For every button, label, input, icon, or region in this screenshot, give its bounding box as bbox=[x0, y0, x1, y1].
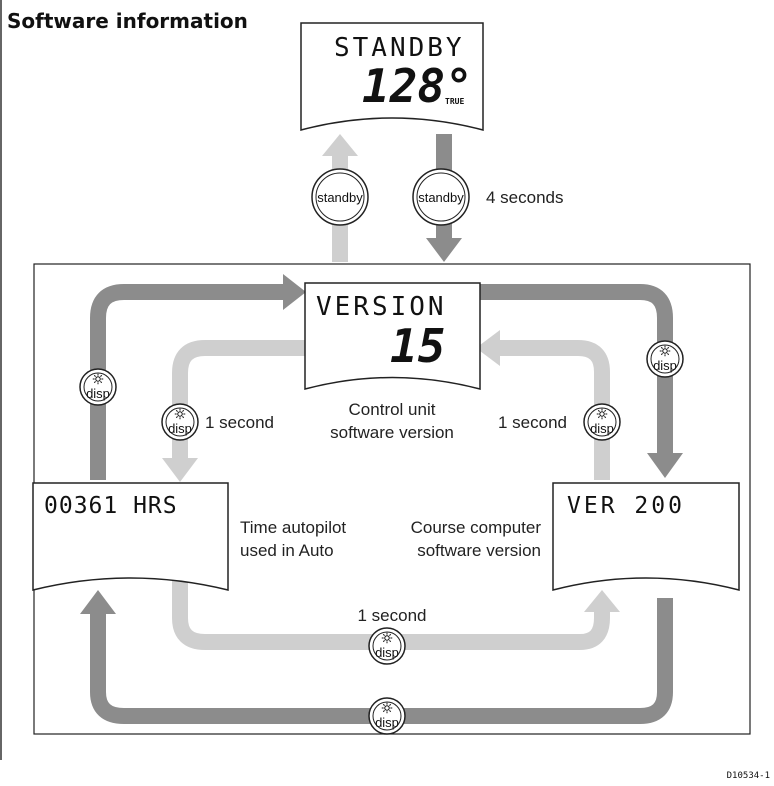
version-number: 15 bbox=[390, 319, 445, 373]
arrow-version-to-course bbox=[480, 284, 673, 455]
one-second-left-label: 1 second bbox=[205, 413, 274, 432]
version-screen: VERSION 15 bbox=[304, 282, 481, 390]
disp-button-left-inner[interactable]: disp bbox=[161, 403, 199, 441]
disp-label: disp bbox=[168, 421, 192, 436]
arrowhead-into-hours bbox=[162, 458, 198, 482]
light-arrowheads bbox=[162, 134, 620, 612]
arrowhead-into-hours-bottom bbox=[80, 590, 116, 614]
standby-down-label: standby bbox=[418, 190, 464, 205]
arrow-hours-to-version bbox=[90, 284, 285, 480]
arrowhead-into-version-left bbox=[283, 274, 306, 310]
disp-label: disp bbox=[375, 715, 399, 730]
arrowhead-into-course bbox=[647, 453, 683, 478]
control-unit-label-line2: software version bbox=[330, 423, 454, 442]
arrowhead-into-version-right bbox=[476, 330, 500, 366]
dark-arrowheads bbox=[80, 238, 683, 614]
figure-code: D10534-1 bbox=[727, 771, 770, 781]
standby-screen-frame bbox=[300, 22, 484, 131]
course-computer-label-line1: Course computer bbox=[411, 518, 542, 537]
control-unit-label-line1: Control unit bbox=[349, 400, 436, 419]
standby-heading: 128° bbox=[362, 59, 473, 113]
version-line1: VERSION bbox=[316, 292, 447, 322]
page-title: Software information bbox=[7, 9, 248, 33]
four-seconds-label: 4 seconds bbox=[486, 188, 564, 207]
disp-button-right-outer[interactable]: disp bbox=[646, 340, 684, 378]
standby-screen: STANDBY 128° TRUE bbox=[300, 22, 484, 131]
arrowhead-into-course-bottom bbox=[584, 590, 620, 612]
standby-unit: TRUE bbox=[445, 97, 464, 106]
course-screen-frame bbox=[552, 482, 740, 591]
one-second-right-label: 1 second bbox=[498, 413, 567, 432]
standby-down-button[interactable]: standby bbox=[412, 168, 470, 226]
arrow-version-to-hours bbox=[172, 340, 305, 460]
arrowhead-into-standby bbox=[322, 134, 358, 156]
hours-screen: 00361 HRS bbox=[32, 482, 229, 591]
hours-line1: 00361 HRS bbox=[44, 493, 178, 519]
standby-up-label: standby bbox=[317, 190, 363, 205]
version-screen-frame bbox=[304, 282, 481, 390]
one-second-bottom-label: 1 second bbox=[358, 606, 427, 625]
disp-label: disp bbox=[375, 645, 399, 660]
arrowhead-into-version-top bbox=[426, 238, 462, 262]
disp-button-right-inner[interactable]: disp bbox=[583, 403, 621, 441]
disp-label: disp bbox=[86, 386, 110, 401]
time-autopilot-label-line2: used in Auto bbox=[240, 541, 334, 560]
standby-line1: STANDBY bbox=[334, 33, 465, 63]
arrow-course-to-version bbox=[500, 340, 610, 480]
course-computer-label-line2: software version bbox=[417, 541, 541, 560]
standby-up-button[interactable]: standby bbox=[311, 168, 369, 226]
disp-button-bottom-inner[interactable]: disp bbox=[368, 627, 406, 665]
time-autopilot-label-line1: Time autopilot bbox=[240, 518, 346, 537]
course-line1: VER 200 bbox=[567, 493, 685, 519]
hours-screen-frame bbox=[32, 482, 229, 591]
course-screen: VER 200 bbox=[552, 482, 740, 591]
disp-label: disp bbox=[590, 421, 614, 436]
disp-button-bottom-outer[interactable]: disp bbox=[368, 697, 406, 735]
disp-label: disp bbox=[653, 358, 677, 373]
disp-button-left-outer[interactable]: disp bbox=[79, 368, 117, 406]
